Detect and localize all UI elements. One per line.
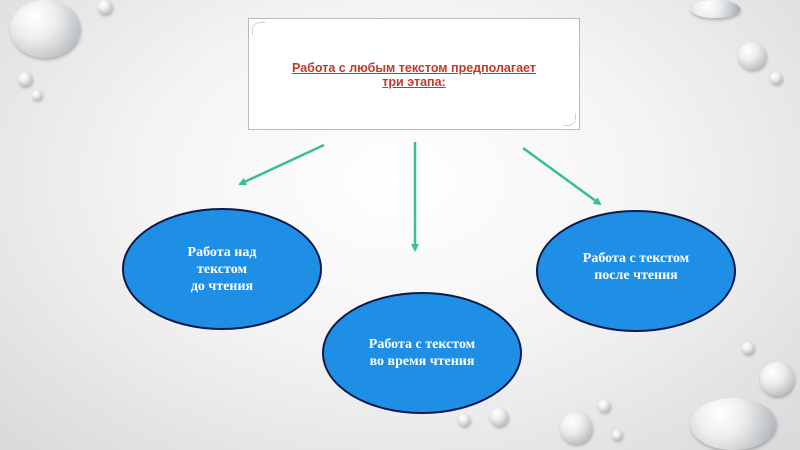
stage-after-reading: Работа с текстом после чтения bbox=[536, 210, 736, 332]
stage-label-line: во время чтения bbox=[369, 353, 475, 370]
stage-label-line: Работа с текстом bbox=[583, 250, 689, 267]
stage-label-line: до чтения bbox=[188, 278, 257, 295]
stage-before-reading: Работа над текстом до чтения bbox=[122, 208, 322, 330]
stage-label-line: текстом bbox=[188, 261, 257, 278]
stage-label-line: Работа над bbox=[188, 244, 257, 261]
stage-label-line: Работа с текстом bbox=[369, 336, 475, 353]
stage-during-reading: Работа с текстом во время чтения bbox=[322, 292, 522, 414]
arrow-right bbox=[523, 148, 600, 204]
arrow-left bbox=[240, 145, 324, 184]
stage-label-line: после чтения bbox=[583, 267, 689, 284]
